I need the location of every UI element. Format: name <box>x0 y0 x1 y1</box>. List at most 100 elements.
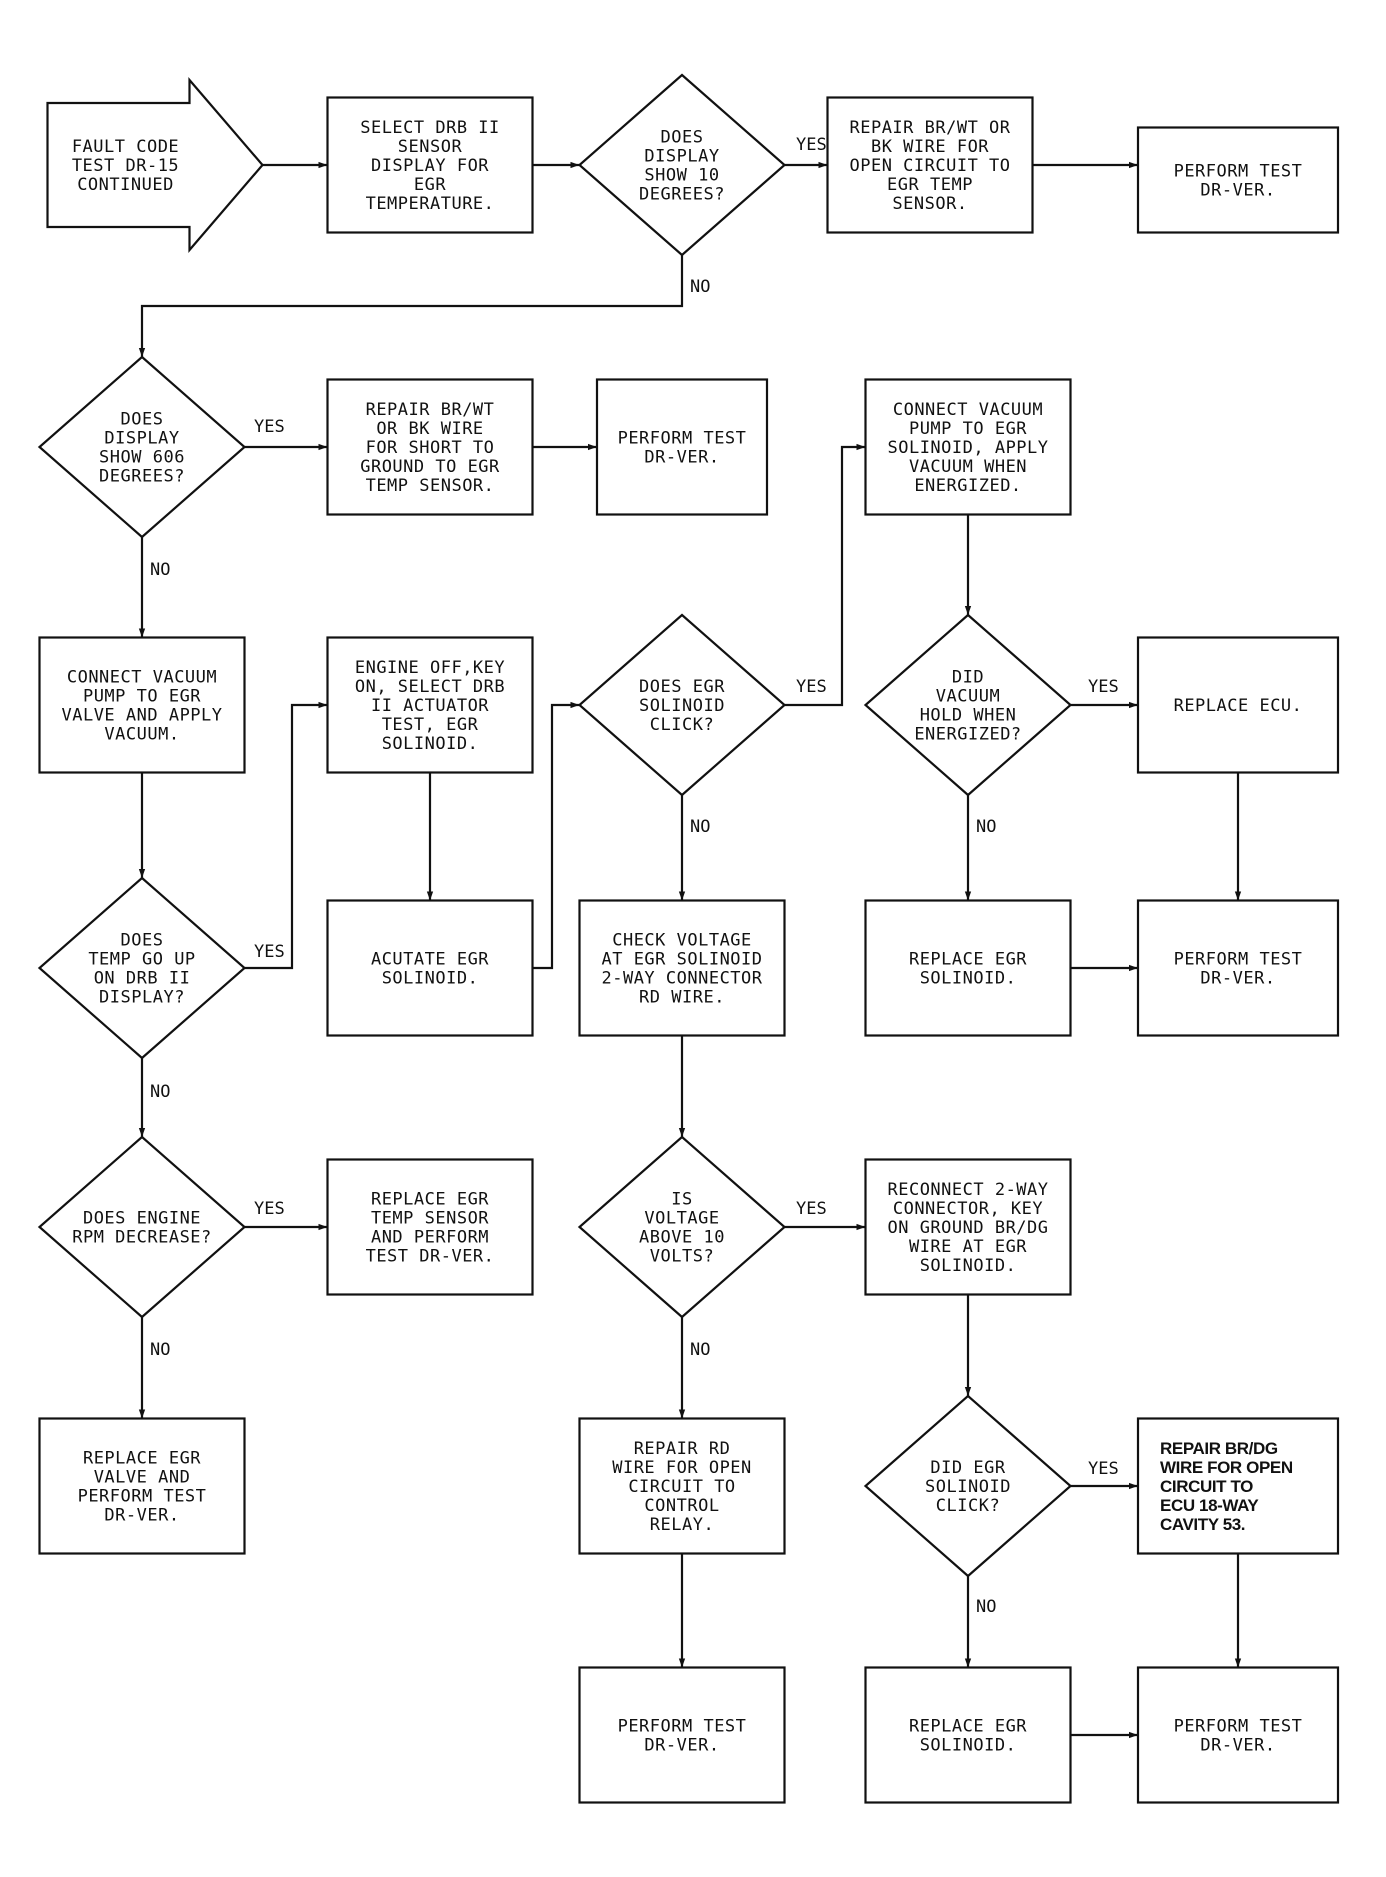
yes-label-d2: YES <box>254 417 285 437</box>
decision-display-show-606-degrees-line: DEGREES? <box>99 467 185 487</box>
step-repair-brdg-wire-line: CAVITY 53. <box>1160 1515 1245 1534</box>
decision-display-show-606-degrees-shape <box>37 355 247 539</box>
yes-label-d7: YES <box>796 1199 827 1219</box>
step-perform-test-dr-ver-2-line: DR-VER. <box>644 448 719 468</box>
step-repair-brwt-short-ground-line: GROUND TO EGR <box>360 457 500 477</box>
step-perform-test-dr-ver-1-shape <box>1136 126 1340 234</box>
no-label-d4: NO <box>976 817 996 837</box>
step-actuate-egr-solinoid-line: SOLINOID. <box>382 969 479 989</box>
step-select-drb-sensor-display-line: TEMPERATURE. <box>366 194 495 214</box>
step-check-voltage-line: AT EGR SOLINOID <box>601 950 762 970</box>
decision-display-show-606-degrees-line: SHOW 606 <box>99 448 185 468</box>
step-replace-egr-solinoid-1-line: SOLINOID. <box>920 969 1017 989</box>
step-repair-brwt-short-ground-line: FOR SHORT TO <box>366 438 495 458</box>
yes-label-d3: YES <box>796 677 827 697</box>
step-perform-test-dr-ver-3-line: PERFORM TEST <box>1174 950 1303 970</box>
step-replace-egr-solinoid-2-line: SOLINOID. <box>920 1736 1017 1756</box>
step-replace-egr-valve-line: REPLACE EGR <box>83 1449 201 1469</box>
step-repair-brdg-wire-line: REPAIR BR/DG <box>1160 1439 1278 1458</box>
decision-engine-rpm-decrease-shape <box>37 1135 247 1319</box>
decision-temp-go-up-line: ON DRB II <box>94 969 191 989</box>
step-replace-ecu: REPLACE ECU. <box>1174 696 1303 716</box>
edge-d3-yes <box>784 443 866 707</box>
decision-engine-rpm-decrease-line: DOES ENGINE <box>83 1209 201 1229</box>
step-repair-brdg-wire-shape <box>1136 1417 1340 1555</box>
decision-did-egr-solinoid-click-line: DID EGR <box>930 1458 1005 1478</box>
step-engine-off-key-on-shape <box>326 636 534 774</box>
decision-voltage-above-10-shape <box>577 1135 787 1319</box>
decision-vacuum-hold-line: VACUUM <box>936 687 1000 707</box>
decision-display-show-10-degrees-line: DEGREES? <box>639 185 725 205</box>
decision-voltage-above-10-line: ABOVE 10 <box>639 1228 725 1248</box>
no-label-d8: NO <box>976 1597 996 1617</box>
step-repair-rd-wire-shape <box>578 1417 786 1555</box>
step-connect-vacuum-pump-valve-line: PUMP TO EGR <box>83 687 201 707</box>
step-replace-egr-valve-line: DR-VER. <box>104 1506 179 1526</box>
step-replace-egr-solinoid-2-shape <box>864 1666 1072 1804</box>
step-replace-egr-temp-sensor-shape <box>326 1158 534 1296</box>
step-perform-test-dr-ver-1-line: DR-VER. <box>1200 181 1275 201</box>
step-perform-test-dr-ver-4-line: PERFORM TEST <box>618 1717 747 1737</box>
step-engine-off-key-on-line: II ACTUATOR <box>371 696 489 716</box>
step-replace-egr-temp-sensor-line: REPLACE EGR <box>371 1190 489 1210</box>
step-connect-vacuum-pump-solinoid-line: CONNECT VACUUM <box>893 400 1043 420</box>
no-label-d6: NO <box>150 1340 170 1360</box>
edge-d1-no <box>138 255 684 357</box>
start-node-line: FAULT CODE <box>72 137 179 157</box>
step-check-voltage-line: 2-WAY CONNECTOR <box>601 969 762 989</box>
step-select-drb-sensor-display-line: EGR <box>414 175 446 195</box>
step-check-voltage-shape <box>578 899 786 1037</box>
step-repair-rd-wire-line: CONTROL <box>644 1496 719 1516</box>
step-check-voltage-line: CHECK VOLTAGE <box>612 931 752 951</box>
decision-did-egr-solinoid-click-line: CLICK? <box>936 1496 1000 1516</box>
step-repair-rd-wire-line: RELAY. <box>650 1515 714 1535</box>
step-engine-off-key-on-line: TEST, EGR <box>382 715 479 735</box>
decision-did-egr-solinoid-click-line: SOLINOID <box>925 1477 1011 1497</box>
step-connect-vacuum-pump-solinoid-shape <box>864 378 1072 516</box>
step-repair-brwt-short-ground-shape <box>326 378 534 516</box>
yes-label-d8: YES <box>1088 1459 1119 1479</box>
step-repair-brdg-wire-line: ECU 18-WAY <box>1160 1496 1259 1515</box>
decision-vacuum-hold-line: HOLD WHEN <box>920 706 1017 726</box>
decision-temp-go-up-line: DOES <box>121 931 164 951</box>
yes-label-d1: YES <box>796 135 827 155</box>
decision-temp-go-up-line: DISPLAY? <box>99 988 185 1008</box>
step-engine-off-key-on-line: ON, SELECT DRB <box>355 677 505 697</box>
step-engine-off-key-on-line: ENGINE OFF,KEY <box>355 658 505 678</box>
no-label-d1: NO <box>690 277 710 297</box>
decision-temp-go-up-shape <box>37 876 247 1060</box>
step-replace-egr-solinoid-1-line: REPLACE EGR <box>909 950 1027 970</box>
decision-vacuum-hold-shape <box>863 613 1073 797</box>
step-repair-brwt-open-circuit-line: SENSOR. <box>892 194 967 214</box>
step-connect-vacuum-pump-valve-shape <box>38 636 246 774</box>
step-repair-brwt-open-circuit-line: EGR TEMP <box>887 175 973 195</box>
step-actuate-egr-solinoid-line: ACUTATE EGR <box>371 950 489 970</box>
decision-display-show-606-degrees-line: DOES <box>121 410 164 430</box>
decision-vacuum-hold-line: DID <box>952 668 984 688</box>
step-connect-vacuum-pump-valve-line: VACUUM. <box>104 725 179 745</box>
step-repair-brwt-short-ground-line: OR BK WIRE <box>376 419 483 439</box>
no-label-d7: NO <box>690 1340 710 1360</box>
step-engine-off-key-on-line: SOLINOID. <box>382 734 479 754</box>
decision-vacuum-hold-line: ENERGIZED? <box>914 725 1021 745</box>
no-label-d5: NO <box>150 1082 170 1102</box>
step-replace-egr-solinoid-2-line: REPLACE EGR <box>909 1717 1027 1737</box>
step-repair-rd-wire-line: WIRE FOR OPEN <box>612 1458 752 1478</box>
step-select-drb-sensor-display-line: SELECT DRB II <box>360 118 500 138</box>
decision-display-show-606-degrees-line: DISPLAY <box>104 429 179 449</box>
step-perform-test-dr-ver-4-line: DR-VER. <box>644 1736 719 1756</box>
yes-label-d5: YES <box>254 942 285 962</box>
